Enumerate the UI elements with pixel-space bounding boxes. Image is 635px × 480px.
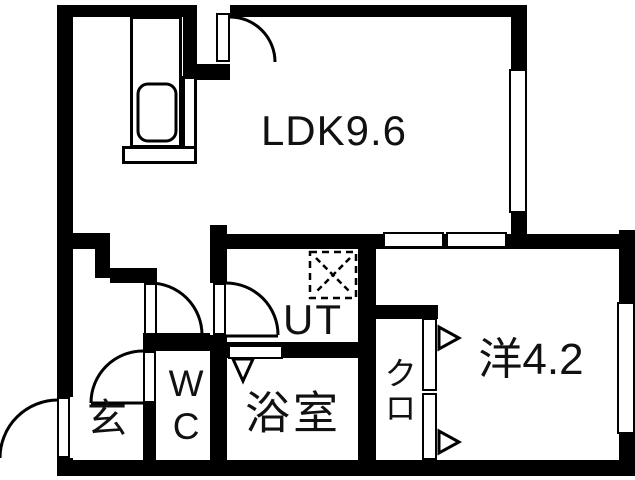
bathroom-door-panel <box>228 345 283 359</box>
window-ldk-east <box>509 69 527 213</box>
wc-door-leaf <box>143 351 156 403</box>
sliding-door-ldk-western-panel-1 <box>383 232 444 248</box>
bathroom-fold-triangle-icon <box>230 357 256 385</box>
hall-door-arc-icon <box>149 281 204 336</box>
sink-icon <box>136 82 178 143</box>
entrance-door-arc-icon <box>0 398 59 459</box>
entrance-door-leaf <box>57 397 70 458</box>
wall-top-right <box>230 5 527 17</box>
room-label-toilet: WC <box>165 363 207 449</box>
wall-step-vertical <box>95 233 110 278</box>
kitchen-counter-foot <box>122 146 197 164</box>
wall-main-vertical <box>358 234 376 476</box>
wall-hall-ut-lower <box>210 335 227 460</box>
wall-left-upper <box>57 5 73 397</box>
closet-door-panel-1 <box>422 318 437 391</box>
wall-closet-top <box>358 305 438 319</box>
room-label-closet: クロ <box>379 356 417 426</box>
closet-fold-triangle-bottom-icon <box>437 428 463 456</box>
wc-door-arc-icon <box>89 349 144 404</box>
room-label-western: 洋4.2 <box>478 335 584 385</box>
sliding-door-ldk-western-panel-2 <box>446 232 507 248</box>
window-western-east <box>617 302 635 434</box>
utility-door-arc-icon <box>225 281 280 336</box>
closet-door-panel-2 <box>422 393 437 460</box>
wall-topdoor-stub-horizontal <box>197 64 230 80</box>
top-door-arc-icon <box>229 15 277 63</box>
wall-entrance-wc <box>143 403 156 460</box>
washing-machine-x-icon <box>315 257 351 293</box>
wall-topdoor-stub-vertical <box>183 5 197 80</box>
wall-wc-top <box>143 333 210 351</box>
utility-door-leaf <box>213 283 226 335</box>
room-label-entrance: 玄 <box>87 397 127 441</box>
room-label-utility: UT <box>283 296 343 344</box>
closet-fold-triangle-top-icon <box>437 324 463 352</box>
top-door-leaf <box>216 13 230 62</box>
wall-top-left <box>57 5 197 17</box>
wall-step-horizontal <box>110 268 157 283</box>
wall-ldk-bottom-left <box>72 233 96 249</box>
wall-hall-ut-upper <box>210 225 227 283</box>
room-label-bathroom: 浴室 <box>244 387 342 439</box>
wall-bottom <box>57 460 635 476</box>
washing-machine-area-icon <box>308 250 358 300</box>
room-label-ldk: LDK9.6 <box>260 107 408 155</box>
